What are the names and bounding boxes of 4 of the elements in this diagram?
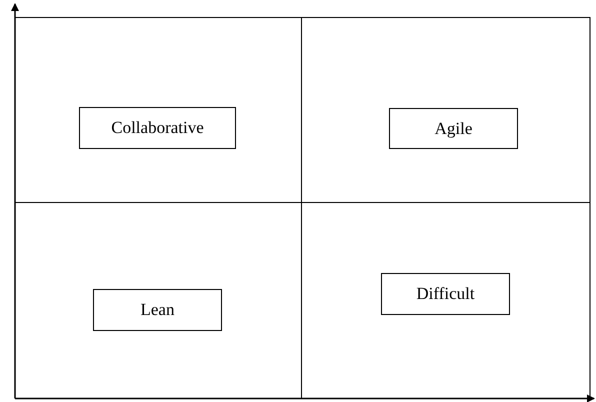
quadrant-label-box: Difficult (381, 273, 510, 315)
quadrant-label-box: Collaborative (79, 107, 236, 149)
quadrant-label-box: Agile (389, 108, 518, 149)
quadrant-label-box: Lean (93, 289, 222, 331)
